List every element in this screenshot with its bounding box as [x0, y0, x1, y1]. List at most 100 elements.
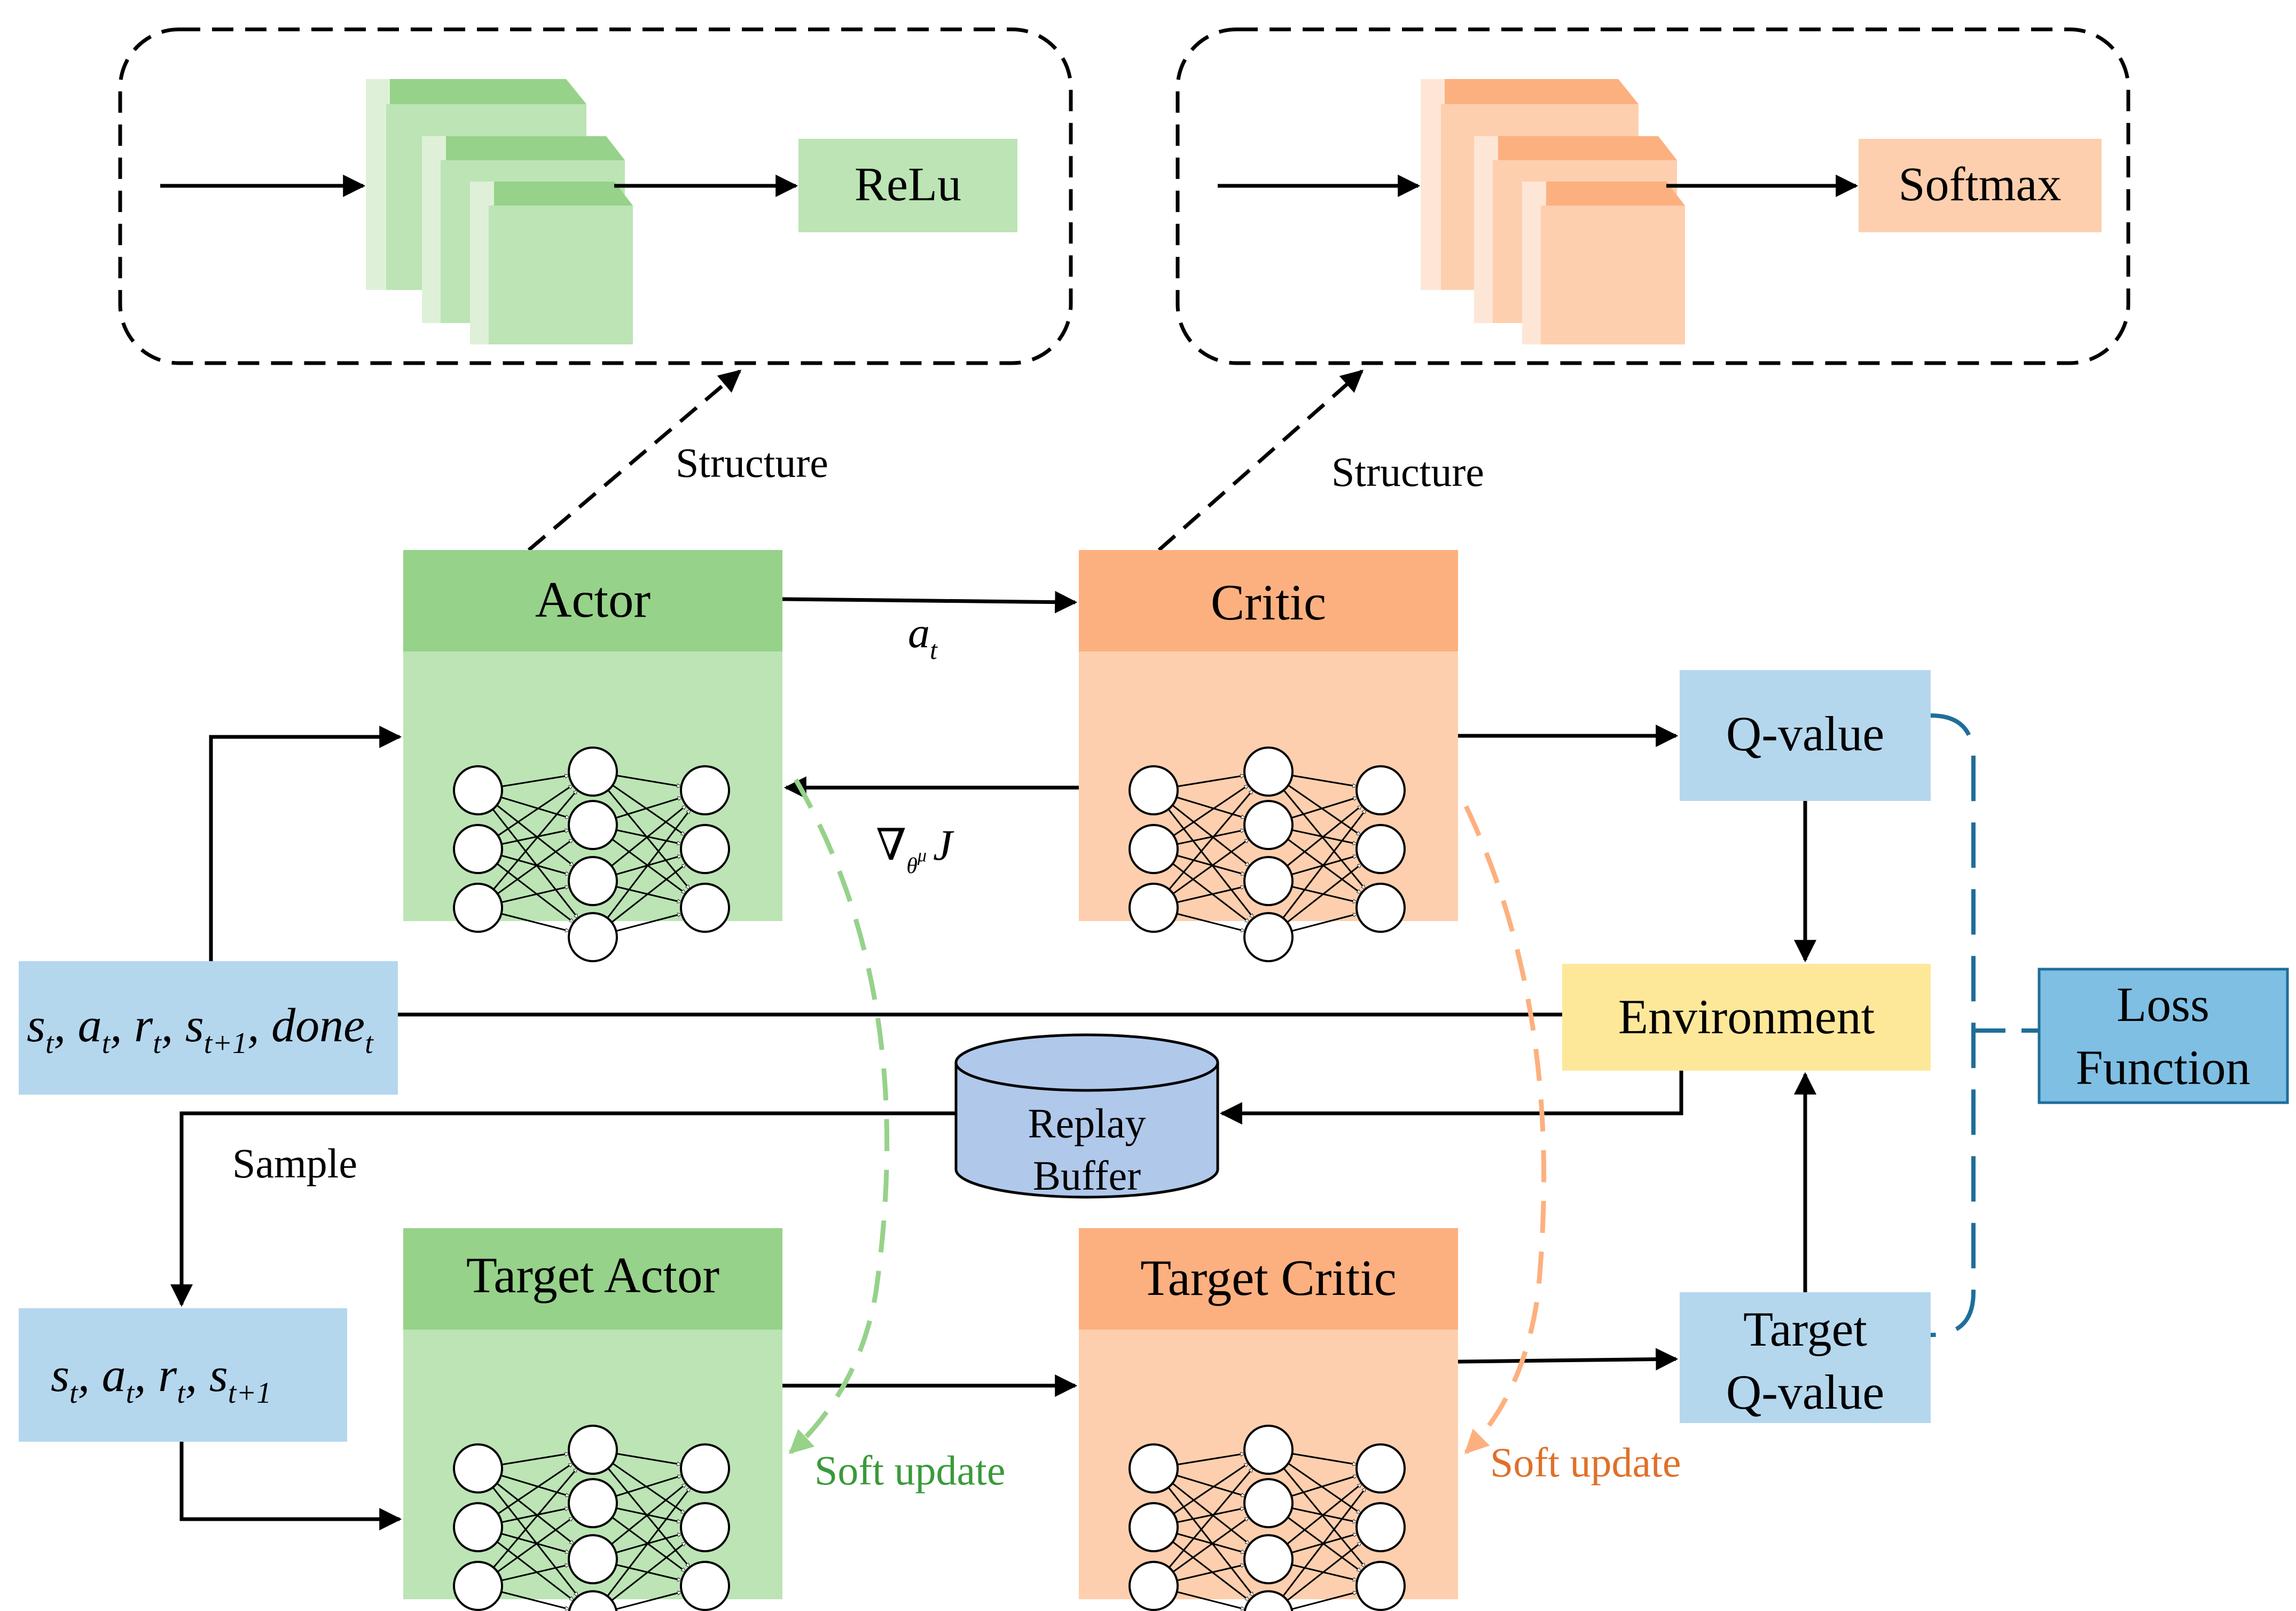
nn-node — [568, 1590, 618, 1611]
nn-edge — [501, 913, 570, 931]
nn-node — [1243, 1590, 1294, 1611]
actor-title: Actor — [535, 571, 651, 628]
neural-net-icon — [453, 1425, 730, 1611]
nn-edge — [1177, 1565, 1245, 1582]
nn-edge — [1288, 784, 1361, 836]
nn-edge — [611, 864, 686, 923]
nn-edge — [501, 1591, 570, 1609]
actor-network: Actor — [403, 550, 782, 962]
loss-function-line2: Function — [2075, 1040, 2250, 1095]
nn-node — [568, 746, 618, 797]
structure-caption-actor: Structure — [676, 439, 828, 486]
target-actor-title: Target Actor — [466, 1247, 719, 1303]
nn-edge — [1291, 797, 1358, 819]
nn-node — [1243, 746, 1294, 797]
nn-edge — [492, 790, 577, 890]
nn-node — [1355, 883, 1406, 933]
nn-edge — [1282, 810, 1366, 919]
nn-node — [568, 912, 618, 962]
nn-node — [680, 765, 730, 815]
target-q-value-line1: Target — [1743, 1302, 1867, 1356]
nn-node — [680, 824, 730, 874]
nn-node — [453, 1561, 503, 1611]
nn-edge — [500, 1474, 570, 1496]
nn-edge — [1291, 829, 1357, 844]
nn-node — [1129, 883, 1179, 933]
nn-edge — [1168, 1468, 1253, 1568]
nn-edge — [1287, 1516, 1361, 1572]
transition-box-full: st, at, rt, st+1, donet — [19, 961, 398, 1095]
nn-node — [453, 824, 503, 874]
nn-edge — [1288, 1463, 1361, 1514]
svg-text:st, at, rt, st+1: st, at, rt, st+1 — [51, 1349, 271, 1410]
nn-edge — [616, 1452, 681, 1464]
neural-net-icon — [1129, 1425, 1406, 1611]
nn-edge — [1172, 863, 1250, 922]
nn-edge — [615, 1475, 682, 1497]
nn-edge — [497, 1462, 573, 1515]
structure-panel-actor: ReLu — [118, 27, 1073, 365]
nn-edge — [616, 1563, 681, 1580]
edge-replay-sample — [170, 1111, 956, 1307]
nn-edge — [501, 1453, 569, 1466]
replay-buffer-cylinder: Replay Buffer — [954, 1033, 1219, 1199]
soft-update-actor-label: Soft update — [814, 1447, 1005, 1494]
nn-edge — [616, 914, 682, 932]
target-q-value-line2: Q-value — [1726, 1365, 1884, 1419]
nn-edge — [1291, 855, 1357, 876]
nn-edge — [1167, 808, 1254, 918]
nn-edge — [501, 886, 569, 903]
loss-bracket — [1930, 713, 1976, 1337]
nn-node — [1129, 824, 1179, 874]
nn-node — [1355, 1561, 1406, 1611]
nn-node — [1129, 765, 1179, 815]
nn-edge — [500, 1533, 569, 1553]
nn-edge — [492, 808, 578, 918]
nn-edge — [1176, 854, 1245, 875]
nn-node — [1129, 1502, 1179, 1552]
nn-node — [568, 1478, 618, 1528]
nn-edge — [1287, 1483, 1362, 1545]
nn-edge — [1291, 1563, 1357, 1580]
nn-edge — [497, 784, 573, 837]
nn-edge — [611, 1483, 686, 1545]
nn-edge — [497, 839, 574, 894]
nn-edge — [501, 1565, 569, 1582]
nn-edge — [616, 1507, 681, 1522]
nn-node — [453, 1443, 503, 1494]
edge-state-to-actor — [209, 726, 402, 961]
nn-node — [1355, 1443, 1406, 1494]
nn-edge — [1287, 864, 1361, 923]
nn-node — [1243, 1478, 1294, 1528]
neural-net-icon — [453, 746, 730, 962]
relu-label: ReLu — [855, 158, 961, 211]
critic-network: Critic — [1079, 550, 1458, 962]
action-label: at — [908, 608, 938, 665]
nn-node — [1243, 800, 1294, 850]
nn-edge — [612, 784, 685, 836]
nn-node — [1243, 1534, 1294, 1584]
nn-edge — [1291, 1475, 1358, 1497]
nn-node — [1243, 912, 1294, 962]
environment-box: Environment — [1562, 964, 1931, 1071]
replay-buffer-line1: Replay — [1028, 1100, 1146, 1146]
nn-edge — [496, 804, 574, 866]
nn-node — [453, 765, 503, 815]
nn-edge — [1168, 790, 1253, 890]
nn-edge — [1292, 1452, 1357, 1464]
structure-caption-critic: Structure — [1331, 449, 1484, 495]
nn-node — [680, 883, 730, 933]
edge-state-to-target-actor — [179, 1442, 402, 1530]
nn-edge — [1282, 1488, 1366, 1597]
nn-edge — [1291, 1507, 1357, 1522]
nn-node — [1243, 856, 1294, 906]
nn-edge — [1172, 804, 1249, 866]
nn-edge — [616, 829, 681, 844]
nn-edge — [1172, 1517, 1249, 1573]
neural-net-icon — [1129, 746, 1406, 962]
nn-edge — [616, 885, 681, 902]
edge-actor-to-critic — [782, 591, 1078, 614]
nn-edge — [1287, 838, 1361, 894]
